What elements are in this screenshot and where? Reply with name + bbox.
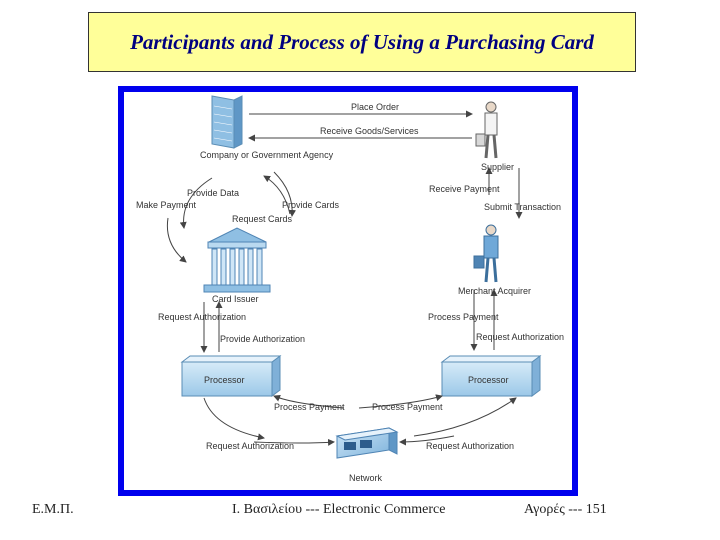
- request-authorization-bottom-left-arrow: [253, 438, 335, 446]
- request-authorization-bottom-right-out-arrow: [413, 397, 517, 437]
- make-payment-arrow: [166, 217, 187, 263]
- flow-arrows: [166, 110, 523, 446]
- label-place-order: Place Order: [351, 102, 399, 112]
- label-provide-authorization: Provide Authorization: [220, 334, 305, 344]
- network-device-icon: [335, 427, 399, 459]
- supplier-person-icon: [475, 101, 498, 159]
- footer-right: Αγορές --- 151: [524, 502, 607, 517]
- label-request-authorization-left: Request Authorization: [158, 312, 246, 322]
- processor-right-box: [440, 355, 542, 397]
- label-process-payment-left: Process Payment: [274, 402, 345, 412]
- company-building-icon: [211, 95, 243, 149]
- diagram-panel: Place Order Receive Goods/Services Compa…: [124, 92, 572, 490]
- label-request-cards: Request Cards: [232, 214, 293, 224]
- title-box: Participants and Process of Using a Purc…: [88, 12, 636, 72]
- node-processor-right: Processor: [468, 375, 509, 385]
- node-merchant-acquirer: Merchant Acquirer: [458, 286, 531, 296]
- node-supplier: Supplier: [481, 162, 514, 172]
- node-processor-left: Processor: [204, 375, 245, 385]
- slide-title: Participants and Process of Using a Purc…: [130, 29, 594, 54]
- process-payment-right-arrow: [358, 394, 443, 409]
- label-submit-transaction: Submit Transaction: [484, 202, 561, 212]
- footer-center: Ι. Βασιλείου --- Electronic Commerce: [232, 502, 446, 517]
- node-company: Company or Government Agency: [200, 150, 334, 160]
- label-provide-data: Provide Data: [187, 188, 239, 198]
- label-receive-payment: Receive Payment: [429, 184, 500, 194]
- label-receive-goods: Receive Goods/Services: [320, 126, 419, 136]
- diagram-frame: Place Order Receive Goods/Services Compa…: [118, 86, 578, 496]
- node-network: Network: [349, 473, 383, 483]
- provide-data-arrow: [179, 177, 213, 229]
- processor-left-box: [180, 355, 282, 397]
- label-provide-cards: Provide Cards: [282, 200, 340, 210]
- footer-left: Ε.Μ.Π.: [32, 502, 74, 517]
- node-card-issuer: Card Issuer: [212, 294, 259, 304]
- card-issuer-bank-icon: [203, 227, 271, 293]
- label-process-payment-right: Process Payment: [372, 402, 443, 412]
- merchant-acquirer-person-icon: [473, 224, 499, 283]
- label-make-payment: Make Payment: [136, 200, 197, 210]
- request-authorization-bottom-right-arrow: [399, 435, 455, 446]
- request-authorization-bottom-left-in-arrow: [203, 397, 265, 441]
- label-request-authorization-right: Request Authorization: [476, 332, 564, 342]
- process-diagram: Place Order Receive Goods/Services Compa…: [136, 95, 564, 483]
- request-cards-arrow: [273, 171, 296, 217]
- label-request-authorization-bottom-right: Request Authorization: [426, 441, 514, 451]
- label-request-authorization-bottom-left: Request Authorization: [206, 441, 294, 451]
- label-process-payment-right-top: Process Payment: [428, 312, 499, 322]
- process-payment-left-arrow: [273, 394, 345, 409]
- provide-cards-arrow: [263, 175, 291, 215]
